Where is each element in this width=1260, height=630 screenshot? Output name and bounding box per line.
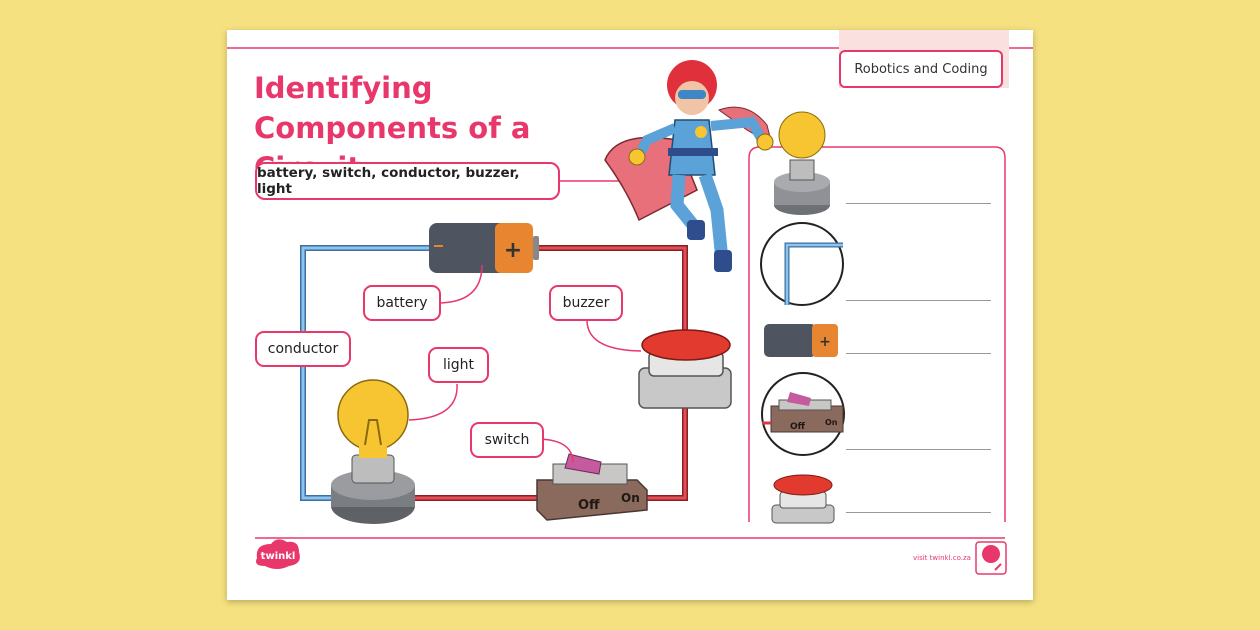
twinkl-logo-text: twinkl: [261, 551, 296, 562]
answer-conductor-icon: [760, 222, 844, 306]
word-bank: battery, switch, conductor, buzzer, ligh…: [255, 162, 560, 200]
circuit-diagram: + Off On: [300, 223, 732, 524]
label-light: light: [428, 347, 489, 383]
answer-light-icon: [774, 111, 830, 215]
label-conductor: conductor: [255, 331, 351, 367]
twinkl-logo: twinkl: [256, 539, 300, 569]
buzzer-illustration: [638, 329, 732, 409]
answer-line-3[interactable]: [846, 353, 991, 354]
battery-illustration: +: [429, 223, 539, 273]
answer-line-5[interactable]: [846, 512, 991, 513]
answer-line-4[interactable]: [846, 449, 991, 450]
svg-text:+: +: [819, 334, 831, 350]
switch-on-text: On: [621, 491, 640, 505]
superhero-illustration: [604, 60, 774, 272]
label-switch: switch: [470, 422, 544, 458]
answer-battery-icon: +: [764, 324, 838, 357]
answer-line-2[interactable]: [846, 300, 991, 301]
answer-line-1[interactable]: [846, 203, 991, 204]
footer-url: visit twinkl.co.za: [913, 554, 971, 562]
answer-panel: + Off On: [760, 111, 845, 524]
worksheet-borders: [227, 47, 1033, 539]
svg-text:+: +: [504, 238, 522, 263]
light-bulb-illustration: [331, 379, 415, 524]
answer-switch-on-text: On: [825, 418, 838, 427]
switch-off-text: Off: [578, 498, 600, 513]
label-buzzer: buzzer: [549, 285, 623, 321]
footer-graphics: twinkl: [256, 539, 1007, 575]
subject-tag: Robotics and Coding: [839, 50, 1003, 88]
twinkl-approved-badge: [975, 541, 1007, 575]
worksheet: Robotics and Coding Identifying Componen…: [227, 30, 1033, 600]
label-battery: battery: [363, 285, 441, 321]
answer-switch-icon: Off On: [761, 372, 845, 456]
answer-buzzer-icon: [771, 474, 835, 524]
answer-switch-off-text: Off: [790, 422, 806, 432]
switch-illustration: [536, 453, 648, 521]
